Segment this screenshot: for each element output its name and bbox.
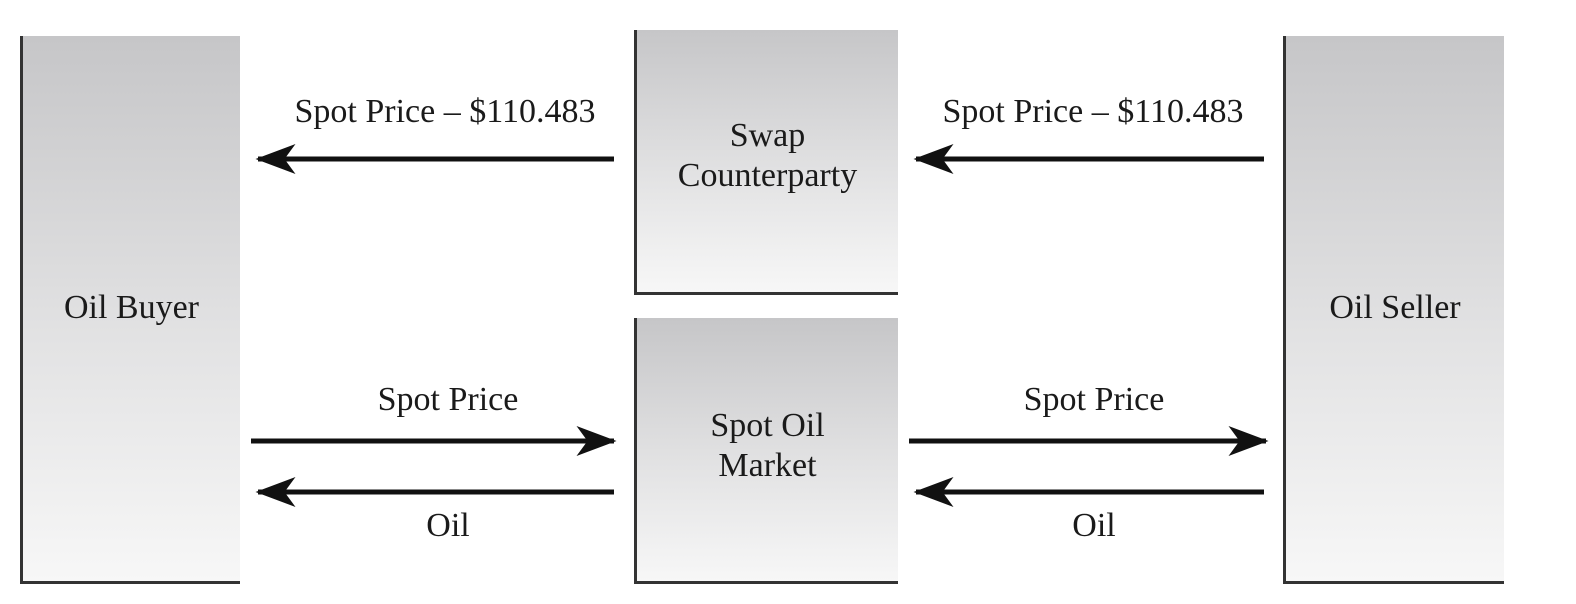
label-market-to-buyer-oil: Oil [426, 507, 470, 544]
oil-buyer-label: Oil Buyer [63, 289, 200, 326]
spot-oil-market-label: Spot Oil Market [710, 407, 825, 484]
swap-counterparty-label: Swap Counterparty [677, 117, 858, 194]
label-buyer-to-market-price: Spot Price [377, 381, 519, 418]
label-swap-to-buyer: Spot Price – $110.483 [294, 93, 596, 130]
oil-buyer-box: Oil Buyer [20, 36, 240, 584]
swap-counterparty-box: Swap Counterparty [634, 30, 898, 295]
label-seller-to-market-oil: Oil [1072, 507, 1116, 544]
spot-oil-market-box: Spot Oil Market [634, 318, 898, 584]
label-market-to-seller-price: Spot Price [1023, 381, 1165, 418]
oil-seller-label: Oil Seller [1329, 289, 1461, 326]
label-seller-to-swap: Spot Price – $110.483 [942, 93, 1244, 130]
oil-seller-box: Oil Seller [1283, 36, 1504, 584]
